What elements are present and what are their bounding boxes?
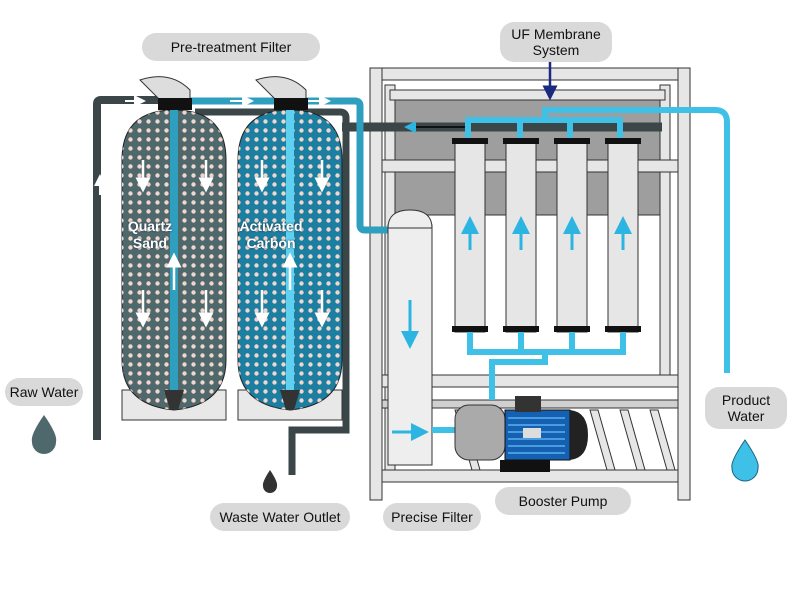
- uf-label-line2: System: [532, 42, 580, 58]
- permeate-manifold: [465, 107, 650, 140]
- quartz-sand-label: Quartz Sand: [120, 218, 180, 252]
- raw-water-label: Raw Water: [5, 378, 83, 406]
- precise-filter-label: Precise Filter: [383, 503, 481, 531]
- carbon-line1: Activated: [239, 218, 303, 234]
- waste-water-outlet-label: Waste Water Outlet: [210, 503, 350, 531]
- pretreated-water-pipe: [175, 97, 390, 234]
- product-label-line2: Water: [727, 408, 765, 424]
- carbon-line2: Carbon: [246, 235, 296, 251]
- product-water-label: Product Water: [705, 387, 787, 429]
- booster-pump-label: Booster Pump: [495, 487, 631, 515]
- quartz-line1: Quartz: [127, 218, 173, 234]
- raw-water-drop-icon: [31, 415, 57, 454]
- waste-water-pipe: [195, 108, 350, 475]
- feed-manifold: [467, 332, 626, 400]
- product-water-drop-icon: [731, 439, 759, 482]
- uf-membranes: [452, 138, 641, 333]
- raw-water-pipe: [93, 96, 160, 440]
- quartz-line2: Sand: [132, 235, 168, 251]
- uf-membrane-system-label: UF Membrane System: [500, 22, 612, 62]
- waste-water-drop-icon: [262, 470, 278, 493]
- uf-label-line1: UF Membrane: [511, 26, 601, 42]
- pretreatment-filter-label: Pre-treatment Filter: [142, 33, 320, 61]
- product-label-line1: Product: [721, 392, 771, 408]
- booster-pump-unit: [432, 396, 588, 472]
- product-water-pipe: [650, 107, 730, 373]
- activated-carbon-label: Activated Carbon: [236, 218, 306, 252]
- precise-filter-unit: [387, 209, 433, 466]
